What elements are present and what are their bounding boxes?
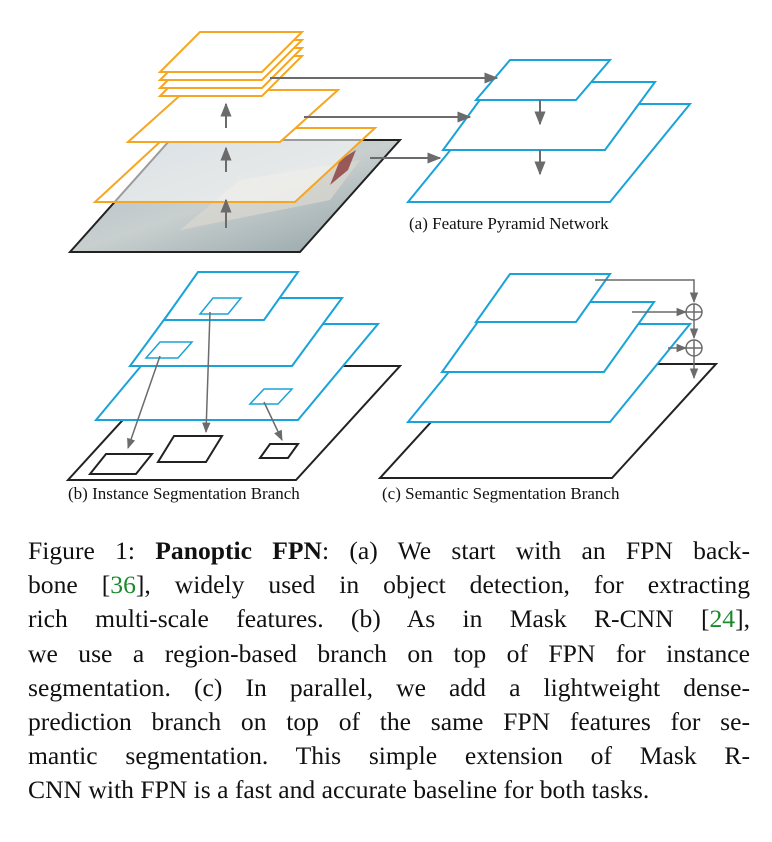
instance-branch [65,271,403,481]
merge-path-top [595,279,699,304]
panoptic-fpn-figure [65,31,719,481]
citation-link[interactable]: 36 [110,570,136,600]
fpn-level-top [473,59,613,101]
citation-link[interactable]: 24 [709,604,736,634]
caption-label: Figure 1: [28,536,156,565]
caption-line: prediction branch on top of the same FPN… [28,707,750,737]
caption-text: : (a) We start with an FPN back- [322,536,750,565]
roi-box-bottom [248,388,294,405]
instance-fpn-level-top [162,271,300,321]
caption-line: mantic segmentation. This simple extensi… [28,741,750,771]
sum-node-icon [685,303,703,321]
caption-line: CNN with FPN is a fast and accurate base… [28,775,650,805]
caption-text: bone [ [28,570,111,600]
instance-mask-3 [258,443,300,459]
subcaption-c: (c) Semantic Segmentation Branch [382,484,620,503]
subcaption-a: (a) Feature Pyramid Network [409,214,609,233]
roi-box-top [198,297,243,315]
caption-line: bone [36], widely used in object detecti… [28,568,750,602]
subcaption-b: (b) Instance Segmentation Branch [68,484,300,503]
caption-title: Panoptic FPN [155,536,323,565]
roi-arrow-2 [202,311,211,434]
backbone-pathway [67,31,403,253]
caption-text: ], widely used in object detection, for … [135,570,751,600]
input-image-person [330,150,356,185]
caption-text: ], [735,604,750,634]
caption-line: Figure 1: Panoptic FPN: (a) We start wit… [28,534,750,568]
instance-mask-2 [156,435,224,463]
caption-line: we use a region-based branch on top of F… [28,638,750,668]
caption-line: rich multi-scale features. (b) As in Mas… [28,602,750,636]
backbone-level-3d [157,31,305,73]
roi-box-middle [144,341,194,359]
caption-line: segmentation. (c) In parallel, we add a … [28,672,750,702]
caption-text: rich multi-scale features. (b) As in Mas… [28,604,710,634]
roi-arrow-1 [127,355,161,449]
fpn-pyramid [270,59,693,203]
semantic-branch [377,273,719,479]
sum-node-icon [685,339,703,357]
backbone-level-2 [125,89,341,143]
instance-mask-1 [87,453,155,475]
figure-caption: Figure 1: Panoptic FPN: (a) We start wit… [28,534,750,808]
roi-arrow-3 [263,401,283,441]
semantic-fpn-level-top [474,273,612,323]
